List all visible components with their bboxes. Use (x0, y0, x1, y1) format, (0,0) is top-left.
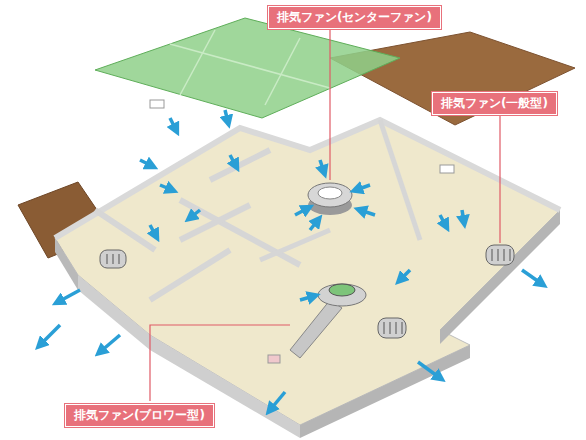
tatami-line (180, 30, 215, 95)
tatami-line (170, 44, 330, 88)
wall-fan (100, 250, 126, 268)
center-fan (318, 187, 342, 199)
center-fan (308, 183, 352, 207)
blower-fan (318, 284, 366, 306)
callout-text: 排気ファン(一般型) (441, 96, 548, 111)
wood-floor (330, 32, 575, 125)
tatami-floor (95, 18, 400, 118)
vent (268, 355, 280, 363)
airflow-arrow (40, 110, 542, 410)
wall (180, 205, 250, 240)
callout-text: 排気ファン(ブロワー型) (74, 408, 205, 423)
callout-text: 排気ファン(センターファン) (277, 10, 432, 25)
vent (440, 165, 454, 173)
vent (150, 100, 164, 108)
wall (300, 345, 470, 438)
wall (180, 200, 300, 265)
callout-box: 排気ファン(一般型) (432, 92, 557, 115)
wall (380, 120, 420, 240)
wall (260, 230, 330, 260)
callout-box: 排気ファン(センターファン) (268, 6, 441, 29)
blower-fan (329, 284, 355, 296)
wall-fan (486, 245, 514, 265)
wall (55, 238, 78, 290)
wall (150, 250, 230, 300)
wall-fan (378, 318, 406, 338)
floor (55, 120, 560, 425)
wall (55, 120, 560, 238)
wall (210, 150, 270, 180)
callout-box: 排気ファン(ブロワー型) (65, 404, 214, 427)
wall (95, 210, 155, 250)
tatami-line (265, 38, 300, 105)
leader-line (150, 30, 500, 401)
blower-duct (290, 300, 342, 358)
